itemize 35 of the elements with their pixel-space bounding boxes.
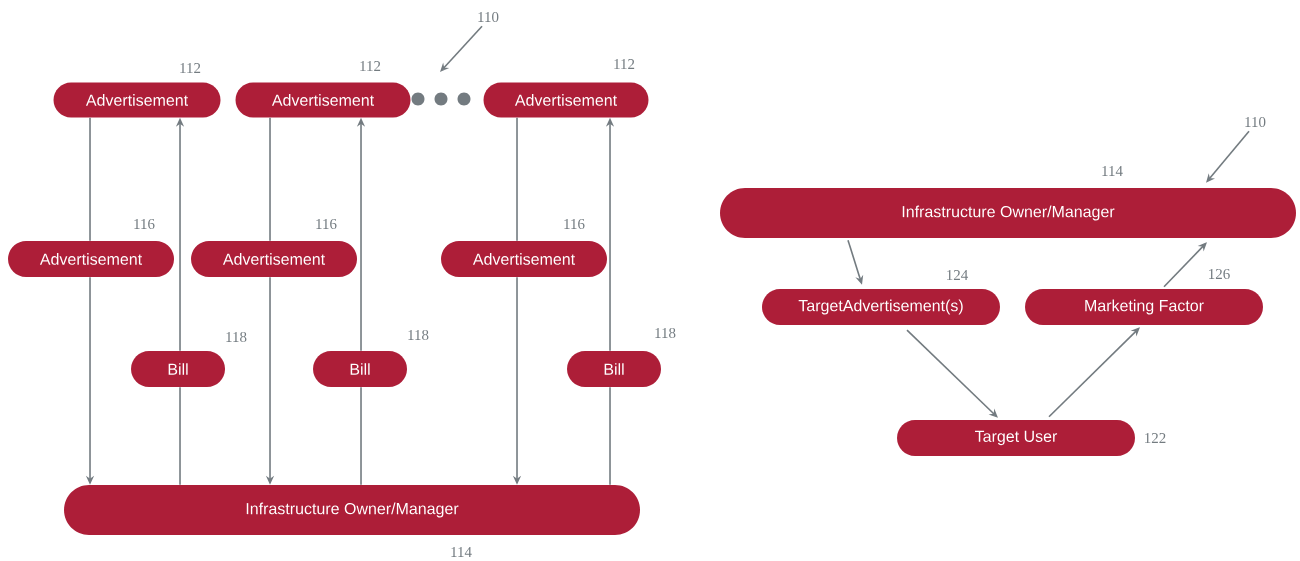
reference-number: 124 (947, 270, 968, 280)
process-box: TargetAdvertisement(s) (762, 289, 1000, 325)
reference-number: 116 (564, 218, 585, 230)
reference-number: 118 (655, 327, 676, 339)
reference-number: 112 (180, 63, 201, 73)
arrow (1048, 327, 1140, 418)
arrow (440, 25, 483, 72)
reference-number: 112 (360, 61, 381, 71)
process-box: Infrastructure Owner/Manager (64, 485, 640, 535)
arrow (1206, 130, 1250, 183)
process-box: Advertisement (8, 241, 174, 277)
reference-number: 112 (614, 59, 635, 69)
reference-number: 116 (134, 218, 155, 230)
reference-number: 116 (316, 218, 337, 230)
process-box: Advertisement (191, 241, 357, 277)
reference-number: 122 (1145, 433, 1166, 443)
process-box: Marketing Factor (1025, 289, 1263, 325)
reference-number: 126 (1209, 268, 1230, 280)
process-box: Advertisement (441, 241, 607, 277)
process-box: Advertisement (53, 82, 221, 118)
reference-number: 110 (478, 11, 499, 23)
arrow (906, 329, 998, 418)
process-box: Advertisement (483, 82, 649, 118)
process-box: Target User (897, 420, 1135, 456)
reference-number: 110 (1245, 116, 1266, 128)
reference-number: 114 (1102, 166, 1123, 176)
reference-number: 118 (408, 329, 429, 341)
process-box: Bill (131, 351, 225, 387)
reference-number: 114 (451, 547, 472, 557)
reference-number: 118 (226, 331, 247, 343)
process-box: Bill (313, 351, 407, 387)
process-box: Bill (567, 351, 661, 387)
arrow (1163, 242, 1207, 288)
process-box: Infrastructure Owner/Manager (720, 188, 1296, 238)
process-box: Advertisement (235, 82, 411, 118)
